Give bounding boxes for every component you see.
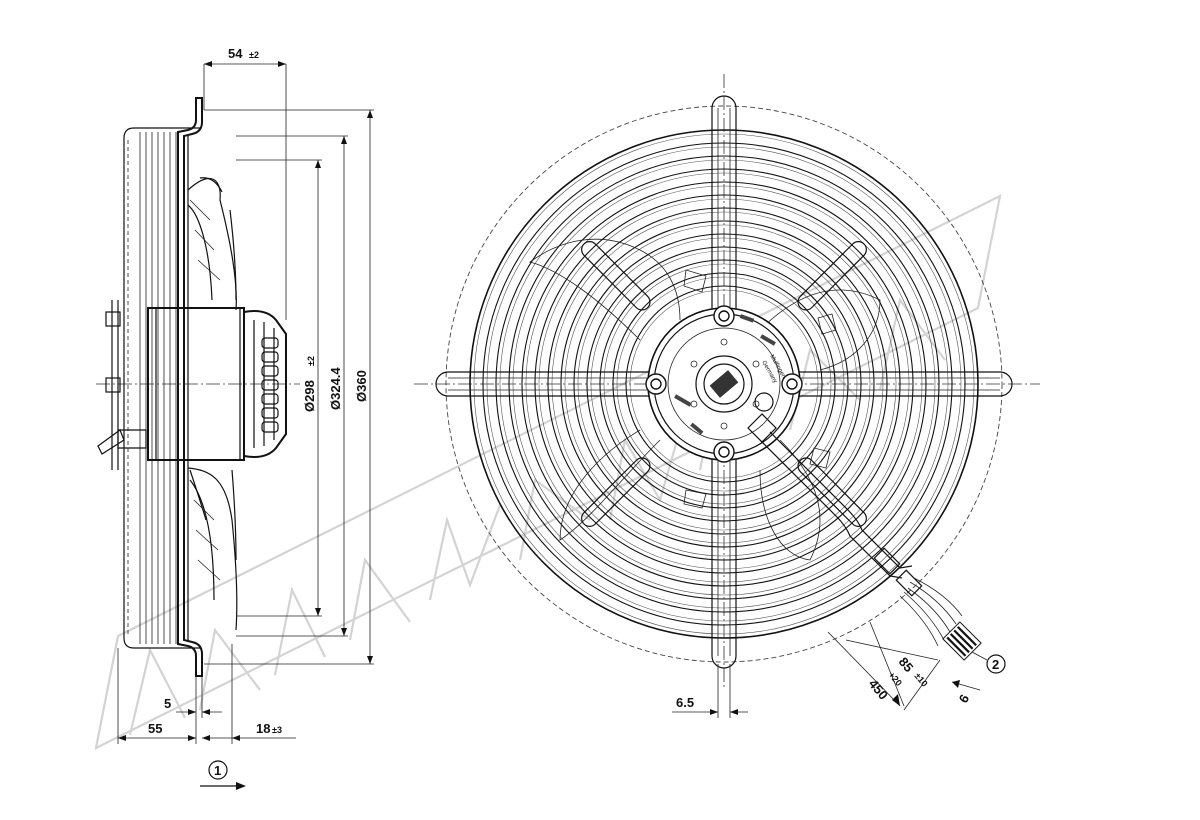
- guard-ring: [586, 246, 862, 522]
- watermark-logo: [94, 194, 1002, 750]
- front-cable: [747, 392, 982, 661]
- guard-ring: [612, 272, 836, 496]
- guard-ring: [560, 220, 888, 548]
- guard-ring: [625, 285, 823, 483]
- side-view: 54 ±2 Ø298 ±2 Ø324.4 Ø360: [96, 46, 374, 790]
- guard-ring-inner: [499, 159, 949, 609]
- front-mounting-bolts: [645, 305, 803, 463]
- dim-depth-value: 54: [228, 46, 243, 61]
- guard-ring-inner: [551, 211, 897, 557]
- cable-length-tol: +20: [886, 670, 903, 688]
- side-mounting-ring: [177, 97, 203, 677]
- front-motor-hub: Mulfingen Germany: [647, 307, 801, 461]
- guard-ring: [508, 168, 940, 600]
- guard-ring-inner: [473, 133, 975, 635]
- dim-diameters: Ø298 ±2 Ø324.4 Ø360: [204, 109, 374, 665]
- guard-ring-inner: [629, 289, 819, 479]
- dim-slot-value: 6.5: [676, 695, 694, 710]
- dim-bottom: 5 55 18 ±3: [117, 644, 296, 744]
- guard-ring-inner: [616, 276, 832, 492]
- side-guard-grille: [123, 127, 200, 649]
- side-motor-hub: [97, 300, 287, 470]
- callout-airflow: 1: [200, 760, 246, 790]
- guard-ring: [495, 155, 953, 613]
- front-view: Mulfingen Germany: [414, 74, 1040, 718]
- guard-ring-inner: [590, 250, 858, 518]
- guard-ring-inner: [538, 198, 910, 570]
- guard-ring-inner: [564, 224, 884, 544]
- guard-ring-inner: [486, 146, 962, 622]
- guard-ring: [482, 142, 966, 626]
- dim-guard-dia-value: Ø360: [354, 370, 369, 402]
- callout-cable: 2: [971, 651, 1006, 674]
- guard-ring: [521, 181, 927, 587]
- guard-ring-inner: [577, 237, 871, 531]
- dim-blade-dia-tol: ±2: [306, 356, 316, 366]
- guard-ring: [534, 194, 914, 574]
- cable-strip-value: 85: [896, 654, 917, 675]
- guard-ring: [599, 259, 849, 509]
- dim-offset-value: 18: [256, 721, 270, 736]
- guard-ring-inner: [603, 263, 845, 505]
- guard-ring: [573, 233, 875, 535]
- callout-airflow-number: 1: [214, 763, 221, 778]
- dim-blade-dia-value: Ø298: [302, 380, 317, 412]
- dim-depth: 54 ±2: [203, 46, 287, 320]
- front-fan-blades: [529, 238, 881, 561]
- cable-strip-tol: ±10: [912, 671, 929, 689]
- cable-length-value: 450: [866, 676, 891, 702]
- callout-cable-number: 2: [992, 657, 999, 672]
- dim-flange-value: 5: [164, 696, 171, 711]
- front-guard-rings: [469, 129, 979, 639]
- cable-end-value: 6: [956, 692, 973, 706]
- dim-ring-dia-value: Ø324.4: [328, 367, 343, 410]
- dim-overall-value: 55: [148, 721, 162, 736]
- dim-depth-tol: ±2: [249, 50, 259, 60]
- guard-ring: [547, 207, 901, 561]
- dim-slot: 6.5: [672, 664, 748, 718]
- guard-ring-inner: [512, 172, 936, 596]
- guard-ring-inner: [525, 185, 923, 583]
- side-impeller-blades: [187, 177, 238, 631]
- guard-ring: [469, 129, 979, 639]
- dim-offset-tol: ±3: [272, 725, 282, 735]
